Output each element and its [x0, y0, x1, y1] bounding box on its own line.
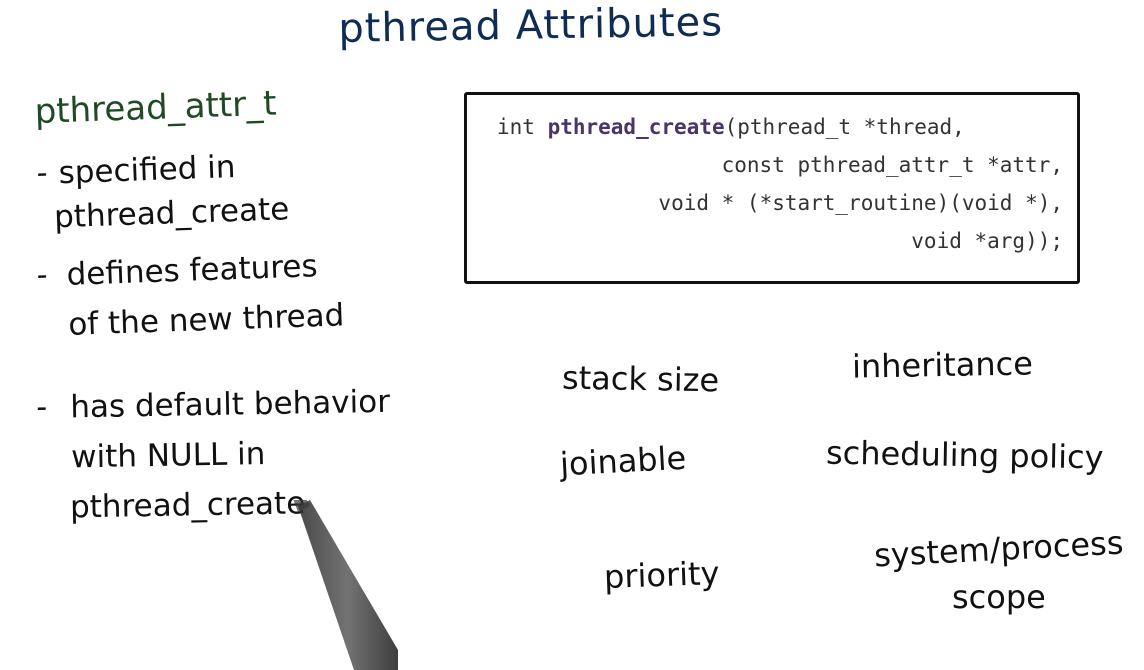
- feature-system-process: system/process: [873, 523, 1125, 575]
- bullet-dash: -: [36, 257, 49, 293]
- feature-joinable: joinable: [559, 438, 688, 484]
- feature-scheduling-policy: scheduling policy: [825, 433, 1104, 477]
- feature-inheritance: inheritance: [851, 344, 1034, 386]
- code-first-param: (pthread_t *thread,: [724, 115, 965, 139]
- bullet-line: defines features: [65, 248, 319, 293]
- bullet-default: - has default behavior with NULL in pthr…: [36, 383, 436, 526]
- bullet-line: specified in: [57, 149, 237, 192]
- code-function-name: pthread_create: [547, 115, 725, 139]
- bullet-defines: - defines features of the new thread: [36, 244, 436, 343]
- code-return-type: int: [497, 115, 548, 139]
- code-line-1: int pthread_create(pthread_t *thread,: [497, 115, 965, 139]
- bullet-line: with NULL in: [70, 436, 266, 476]
- bullet-dash: -: [36, 389, 48, 425]
- bullet-line: has default behavior: [69, 383, 391, 426]
- stylus-pen-icon: [293, 500, 398, 670]
- feature-scope: scope: [952, 578, 1046, 616]
- code-line-3: void * (*start_routine)(void *),: [658, 191, 1063, 215]
- bullet-line: of the new thread: [67, 297, 345, 343]
- code-signature-box: int pthread_create(pthread_t *thread, co…: [464, 92, 1080, 284]
- code-line-2: const pthread_attr_t *attr,: [721, 153, 1063, 177]
- feature-priority: priority: [603, 553, 721, 597]
- slide-title: pthread Attributes: [338, 0, 724, 52]
- bullet-line: pthread_create: [53, 191, 290, 236]
- bullet-specified: - specified in pthread_create: [36, 142, 436, 235]
- bullet-dash: -: [36, 155, 49, 191]
- attr-type-heading: pthread_attr_t: [34, 83, 278, 132]
- code-line-4: void *arg));: [911, 229, 1063, 253]
- feature-stack-size: stack size: [561, 358, 720, 400]
- bullet-line: pthread_create: [69, 485, 306, 526]
